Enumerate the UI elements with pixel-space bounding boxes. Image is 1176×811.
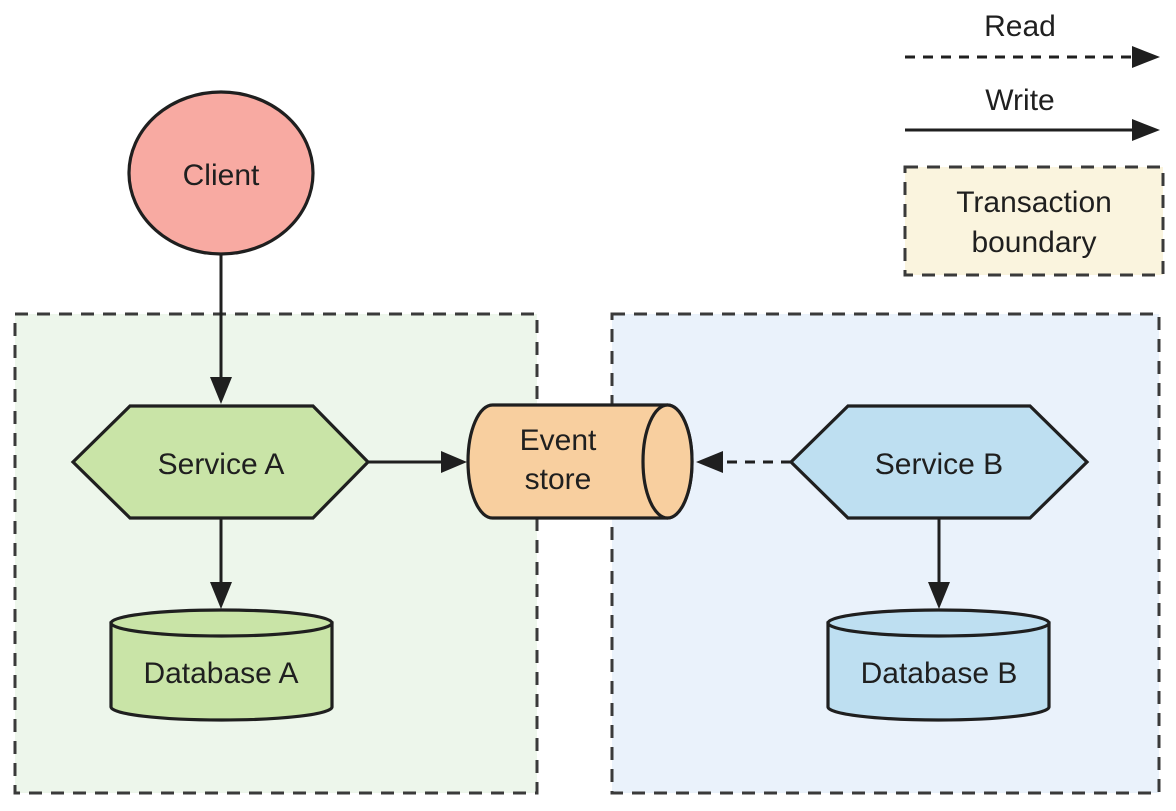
node-service-b-label: Service B [875, 448, 1003, 481]
event-store-cap [641, 403, 694, 520]
arrowhead-client-to-service-a [210, 377, 232, 404]
arrowhead-service-a-to-event-store [441, 451, 467, 473]
transaction-boundary-service-b [610, 312, 1161, 795]
node-database-b-label: Database B [861, 657, 1018, 690]
node-database-a-top [109, 608, 334, 638]
legend-transaction-label-line1: Transaction [956, 186, 1112, 219]
legend-write-arrowhead [1132, 119, 1160, 141]
legend: Read Write Transaction boundary [903, 10, 1165, 277]
arrowhead-service-b-to-event-store [696, 451, 723, 473]
node-service-a-label: Service A [158, 448, 285, 481]
node-event-store-label-line2: store [525, 463, 592, 496]
node-service-b [788, 404, 1090, 520]
legend-transaction-label-line2: boundary [971, 226, 1096, 259]
legend-read-label: Read [984, 10, 1056, 43]
node-database-b-body [826, 621, 1051, 722]
node-database-a-body [109, 621, 334, 722]
node-client-label: Client [183, 159, 260, 192]
node-database-a-label: Database A [143, 657, 298, 690]
legend-transaction-boundary-swatch [903, 165, 1165, 277]
arrowhead-service-a-to-database-a [210, 582, 232, 609]
legend-write-label: Write [985, 84, 1054, 117]
node-service-a [70, 404, 371, 520]
arrowhead-service-b-to-database-b [928, 582, 950, 609]
node-client [127, 90, 315, 256]
transaction-boundary-service-a [13, 312, 539, 795]
node-database-b-top [826, 608, 1051, 638]
node-event-store-label-line1: Event [520, 424, 597, 457]
legend-read-arrowhead [1132, 46, 1160, 68]
